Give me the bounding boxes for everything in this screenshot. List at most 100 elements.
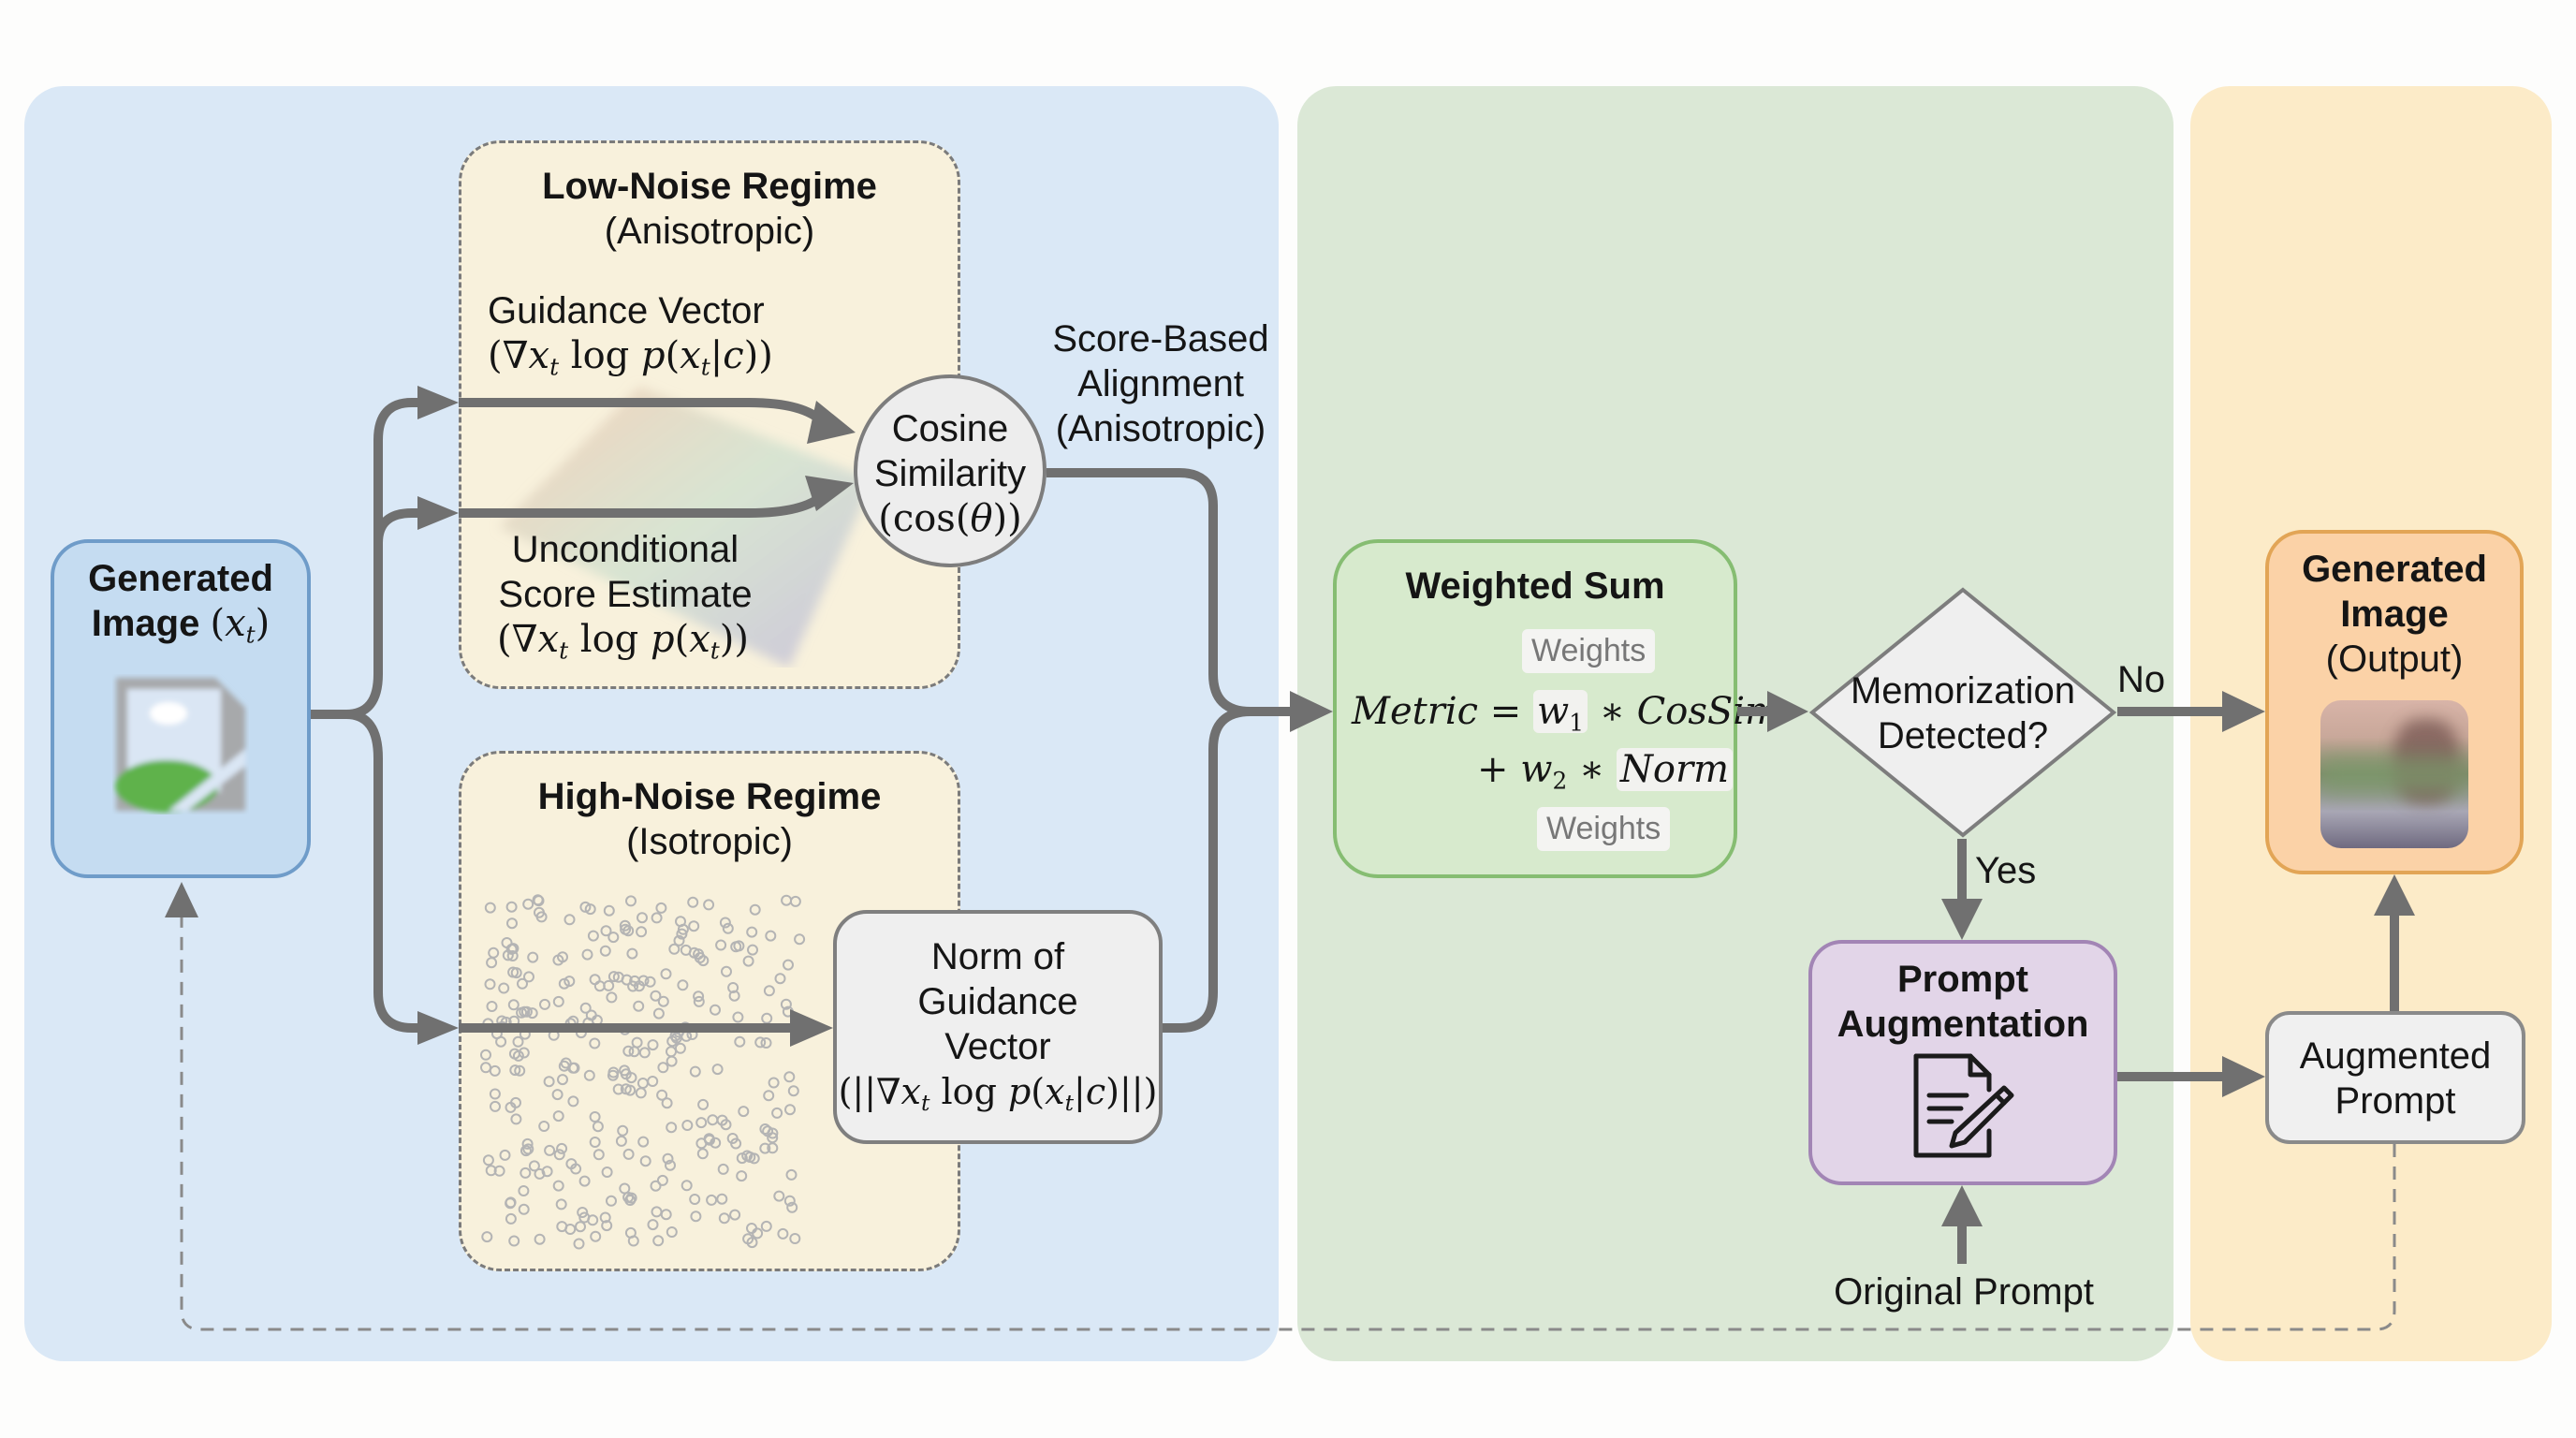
noise-dot	[637, 1078, 649, 1089]
guidance-to-cosine-connector	[459, 398, 827, 427]
noise-dot	[593, 980, 606, 992]
noise-dot	[505, 901, 518, 913]
noise-dot	[556, 1221, 568, 1233]
noise-dot	[520, 1167, 532, 1179]
noise-dot	[697, 1098, 710, 1110]
no-label: No	[2117, 659, 2166, 700]
noise-dot	[657, 1062, 669, 1074]
noise-dot	[674, 1042, 686, 1054]
memorization-decision-node[interactable]	[1808, 586, 2117, 839]
arrowhead	[417, 386, 459, 419]
noise-dot	[508, 1048, 520, 1060]
noise-dot	[774, 973, 786, 985]
generated-image-output-node[interactable]: Generated Image (Output)	[2265, 530, 2524, 874]
noise-dot	[544, 1144, 556, 1156]
noise-dot	[539, 998, 550, 1010]
unconditional-label-1: Unconditional	[511, 529, 739, 570]
noise-dot	[526, 1007, 538, 1020]
noise-dot	[647, 1039, 659, 1051]
arrowhead	[417, 1011, 459, 1045]
noise-dot	[657, 995, 669, 1007]
noise-dot	[486, 957, 498, 969]
noise-dot	[589, 1137, 601, 1148]
noise-dot	[622, 1045, 635, 1057]
noise-dot	[581, 948, 593, 961]
noise-dot	[688, 920, 700, 932]
noise-dot	[637, 1136, 650, 1148]
noise-dot	[773, 1190, 785, 1202]
arrowhead	[1941, 899, 1983, 940]
metric-equation-line2: + w2 ∗ Norm	[1477, 747, 1734, 792]
noise-dot	[666, 1122, 678, 1134]
decision-line1: Memorization	[1850, 670, 2076, 712]
noise-dot	[558, 977, 570, 990]
noise-dot	[690, 1211, 702, 1223]
augmented-prompt-node[interactable]: Augmented Prompt	[2265, 1011, 2525, 1144]
score-alignment-line1: Score-Based	[1052, 318, 1269, 360]
noise-dot	[677, 979, 689, 991]
weighted-sum-title: Weighted Sum	[1405, 565, 1665, 607]
noise-dot	[718, 1212, 730, 1225]
score-alignment-line3: (Anisotropic)	[1055, 408, 1266, 449]
noise-dot	[589, 1037, 601, 1049]
noise-dot	[607, 971, 620, 983]
unconditional-formula: (∇xt log p(xt))	[497, 618, 749, 665]
noise-dot	[703, 899, 715, 911]
noise-dot	[656, 1089, 668, 1101]
noise-dot	[506, 917, 518, 930]
noise-dot	[625, 1192, 637, 1204]
noise-dot	[754, 1036, 767, 1049]
noise-dot	[656, 1174, 668, 1186]
noise-dot	[637, 912, 648, 924]
norm-guidance-node[interactable]: Norm of Guidance Vector (||∇xt log p(xt|…	[833, 910, 1163, 1144]
noise-dot	[556, 1142, 568, 1154]
noise-dot	[710, 1137, 722, 1149]
noise-dot	[607, 1066, 620, 1078]
noise-dot	[661, 1097, 673, 1109]
noise-dot	[606, 1195, 617, 1207]
output-line2: Image	[2340, 594, 2449, 635]
noise-dot	[633, 980, 645, 992]
noise-dot	[612, 971, 624, 983]
noise-dot	[592, 1121, 604, 1133]
noise-dot	[564, 914, 576, 926]
noise-dot	[695, 1137, 708, 1150]
generated-image-input-node[interactable]: Generated Image (xt)	[51, 539, 311, 878]
noise-dot	[481, 1231, 493, 1243]
noise-dot	[707, 1114, 719, 1126]
noise-dot	[785, 1168, 798, 1181]
noise-dot	[694, 952, 706, 963]
arrowhead	[1767, 691, 1808, 732]
noise-dot	[668, 943, 681, 955]
weighted-sum-node[interactable]: Weighted Sum Weights Metric = w1 ∗ CosSi…	[1333, 539, 1780, 878]
noise-dot	[516, 1006, 528, 1019]
noise-dot	[615, 1135, 627, 1147]
noise-dot	[760, 1037, 772, 1049]
output-line3: (Output)	[2325, 638, 2464, 680]
arrowhead	[805, 476, 854, 511]
noise-dot	[676, 928, 688, 940]
noise-dot	[620, 1083, 632, 1095]
arrowhead	[417, 496, 459, 530]
noise-dot	[557, 1074, 568, 1086]
noise-dot	[578, 1211, 591, 1224]
prompt-augmentation-node[interactable]: Prompt Augmentation	[1808, 940, 2117, 1185]
noise-dot	[627, 980, 639, 992]
cosine-similarity-node[interactable]: Cosine Similarity (cos(θ))	[854, 374, 1046, 567]
noise-dot	[673, 934, 685, 946]
prompt-aug-line1: Prompt	[1897, 959, 2028, 1000]
noise-dot	[783, 959, 794, 971]
document-edit-icon	[1913, 1053, 2014, 1158]
noise-dot	[499, 1149, 511, 1161]
noise-dot	[528, 1160, 540, 1172]
noise-dot	[742, 1233, 754, 1245]
prompt-aug-line2: Augmentation	[1837, 1004, 2089, 1045]
noise-dot	[518, 1185, 530, 1196]
noise-dot	[693, 995, 705, 1007]
noise-dot	[505, 1197, 517, 1210]
noise-dot	[558, 1060, 570, 1072]
augmented-prompt-line1: Augmented	[2299, 1035, 2492, 1077]
norm-to-weighted-sum-connector	[1163, 707, 1251, 1033]
noise-dot	[767, 1142, 779, 1154]
noise-dot	[573, 1238, 585, 1250]
